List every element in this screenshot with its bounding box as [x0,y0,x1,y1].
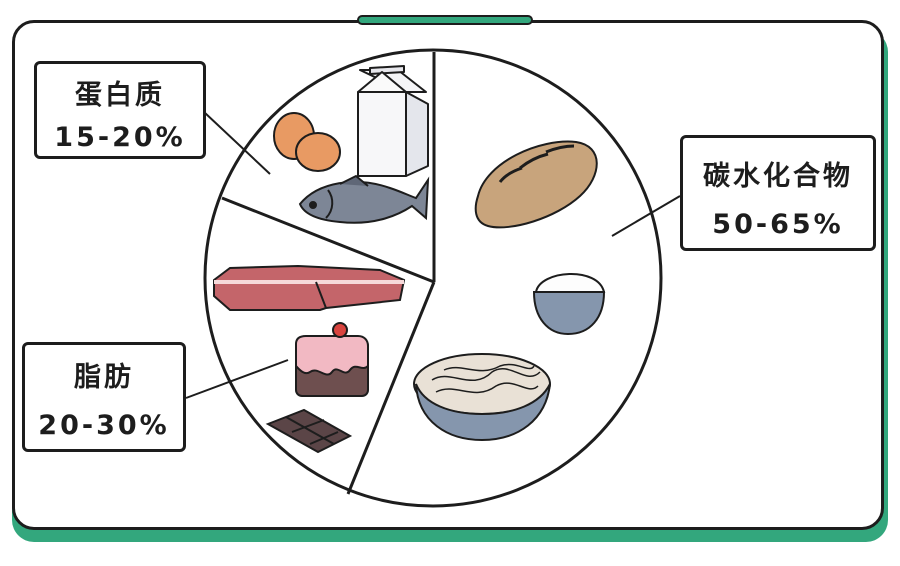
leader-fat [185,359,289,399]
fat-range: 20-30% [38,410,170,441]
cake-icon [295,322,369,397]
carbohydrate-range: 50-65% [712,209,844,240]
protein-range: 15-20% [54,122,186,153]
fish-icon [298,174,430,224]
divider-bottom [346,281,436,495]
fat-name: 脂肪 [74,362,134,393]
protein-label: 蛋白质 15-20% [34,61,206,159]
chocolate-icon [265,408,353,454]
steak-icon [213,264,406,311]
divider-left [221,196,435,284]
noodle-bowl-icon [413,353,551,442]
top-tab-decoration [357,15,533,25]
carbohydrate-label: 碳水化合物 50-65% [680,135,876,251]
bread-icon [474,140,598,229]
carbohydrate-name: 碳水化合物 [703,161,853,192]
protein-name: 蛋白质 [75,80,165,111]
milk-carton-icon [357,65,429,177]
leader-protein [203,111,271,175]
eggs-icon [273,112,341,172]
leader-carbohydrate [611,195,681,237]
fat-label: 脂肪 20-30% [22,342,186,452]
rice-bowl-icon [532,273,606,336]
